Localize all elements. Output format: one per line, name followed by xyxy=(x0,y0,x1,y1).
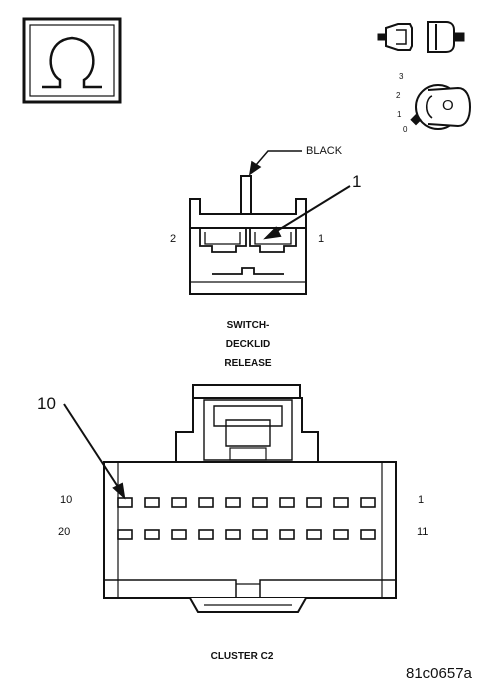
ignition-key-letter: O xyxy=(442,97,454,114)
pin-cavity xyxy=(306,497,322,508)
wire-color-label: BLACK xyxy=(306,145,343,157)
cluster-row2-left-pin: 20 xyxy=(58,526,71,538)
cluster-row1-left-pin: 10 xyxy=(60,494,73,506)
switch-callout-number: 1 xyxy=(352,172,362,191)
ignition-key-off-icon xyxy=(410,84,472,130)
pin-cavity xyxy=(171,529,187,540)
pin-cavity xyxy=(144,529,160,540)
cluster-row2-right-pin: 11 xyxy=(417,526,429,538)
figure-id: 81c0657a xyxy=(406,665,472,682)
switch-title-line1: SWITCH- xyxy=(226,320,270,331)
pin-cavity xyxy=(306,529,322,540)
pin-cavity xyxy=(360,497,376,508)
switch-callout-arrow xyxy=(263,185,351,240)
pin-cavity xyxy=(252,497,268,508)
pin-cavity xyxy=(144,497,160,508)
pin-cavity xyxy=(279,529,295,540)
pin-cavity xyxy=(198,529,214,540)
pin-cavity xyxy=(198,497,214,508)
switch-connector xyxy=(189,175,307,295)
pin-cavity xyxy=(117,497,133,508)
switch-title-line2: DECKLID xyxy=(225,339,271,350)
switch-pin-left: 2 xyxy=(170,233,177,245)
pin-cavity xyxy=(279,497,295,508)
pin-cavity xyxy=(171,497,187,508)
cluster-title: CLUSTER C2 xyxy=(210,651,274,662)
switch-title-line3: RELEASE xyxy=(224,358,272,369)
connector-disconnect-icon xyxy=(377,21,465,53)
cluster-callout-arrow xyxy=(63,403,126,500)
cluster-pin-cavities xyxy=(117,497,376,540)
ignition-pos-0: 0 xyxy=(403,125,408,134)
pin-cavity xyxy=(333,497,349,508)
pin-cavity xyxy=(333,529,349,540)
ohm-resistance-icon xyxy=(22,17,122,104)
cluster-callout-number: 10 xyxy=(37,394,56,413)
pin-cavity xyxy=(225,497,241,508)
switch-pin-right: 1 xyxy=(318,233,325,245)
ignition-pos-2: 2 xyxy=(396,91,401,100)
cluster-row1-right-pin: 1 xyxy=(418,494,425,506)
pin-cavity xyxy=(360,529,376,540)
wire-leader xyxy=(248,150,302,176)
ignition-pos-3: 3 xyxy=(399,72,404,81)
ignition-pos-1: 1 xyxy=(397,110,402,119)
pin-cavity xyxy=(225,529,241,540)
pin-cavity xyxy=(252,529,268,540)
pin-cavity xyxy=(117,529,133,540)
